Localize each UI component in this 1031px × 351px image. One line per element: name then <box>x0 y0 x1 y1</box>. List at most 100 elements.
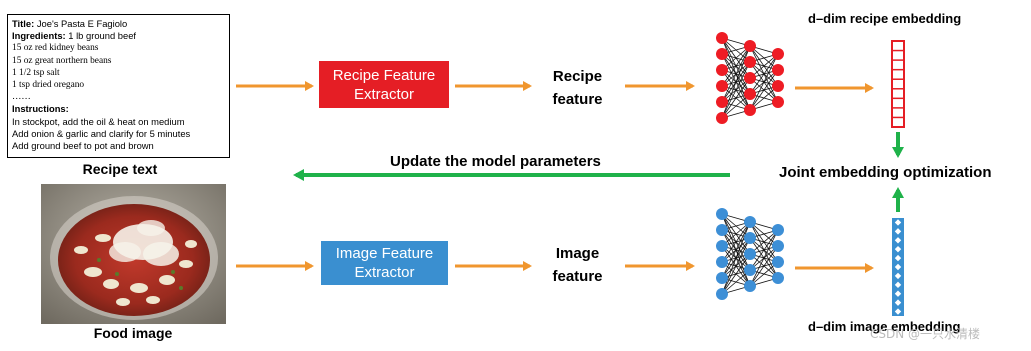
network-connection <box>721 221 751 279</box>
instruction-line: Add ground beef to pot and brown <box>12 140 154 152</box>
network-connection <box>721 77 751 119</box>
network-connection <box>749 229 779 271</box>
herbs <box>97 258 183 290</box>
image-extractor-line2: Extractor <box>354 264 415 281</box>
network-node <box>772 80 784 92</box>
network-node <box>772 240 784 252</box>
network-connection <box>749 245 779 287</box>
network-connection <box>721 221 751 263</box>
network-node <box>744 40 756 52</box>
network-connection <box>721 61 751 119</box>
ingredient-line: 1 tsp dried oregano <box>12 80 85 91</box>
ingredient-line: 15 oz red kidney beans <box>12 43 99 54</box>
network-node <box>744 232 756 244</box>
joint-embedding-label: Joint embedding optimization <box>779 164 992 181</box>
network-node <box>716 224 728 236</box>
image-feature-line1: Image <box>555 245 600 262</box>
embedding-cell-marker <box>894 272 902 280</box>
network-connection <box>749 261 779 287</box>
network-node <box>716 272 728 284</box>
network-node <box>744 88 756 100</box>
network-node <box>772 272 784 284</box>
embedding-cell-marker <box>894 219 902 226</box>
embedding-cell-marker <box>894 228 902 235</box>
recipe-embedding-vector <box>891 40 905 128</box>
embedding-cell-marker <box>894 299 902 306</box>
image-feature-line2: feature <box>552 268 603 285</box>
network-node <box>744 104 756 116</box>
image-embedding-vector <box>892 218 904 316</box>
network-connection <box>721 45 751 87</box>
embedding-cell-marker <box>894 245 902 253</box>
network-connection <box>749 229 779 287</box>
embedding-cell-marker <box>894 254 902 262</box>
ingredient-line: 15 oz great northern beans <box>12 55 112 66</box>
network-connection <box>749 229 779 255</box>
network-node <box>744 56 756 68</box>
network-node <box>744 72 756 84</box>
title-label: Title: <box>12 18 35 29</box>
beans-pasta <box>74 234 197 306</box>
network-connection <box>721 221 751 247</box>
network-node <box>716 240 728 252</box>
network-node <box>716 208 728 220</box>
recipe-extractor-line2: Extractor <box>353 85 414 103</box>
instructions-label: Instructions: <box>12 103 69 115</box>
network-connection <box>749 53 779 95</box>
network-node <box>772 96 784 108</box>
network-node <box>744 280 756 292</box>
ingredient-line: 1 1/2 tsp salt <box>12 67 60 78</box>
instruction-line: Add onion & garlic and clarify for 5 min… <box>12 127 191 139</box>
network-connection <box>721 253 751 295</box>
image-embedding-label: d–dim image embedding <box>808 319 961 334</box>
network-node <box>716 80 728 92</box>
network-node <box>744 264 756 276</box>
recipe-feature-line2: feature <box>552 91 603 108</box>
ingredient-first: 1 lb ground beef <box>65 30 137 42</box>
network-node <box>772 224 784 236</box>
recipe-extractor-line1: Recipe Feature <box>332 66 436 84</box>
network-connection <box>749 85 779 111</box>
image-extractor-line1: Image Feature <box>335 245 434 262</box>
network-node <box>772 256 784 268</box>
grated-cheese <box>109 220 179 266</box>
recipe-text-box: Title: Joe's Pasta E Fagiolo Ingredients… <box>7 14 230 158</box>
image-feature-label: Image feature <box>535 242 620 288</box>
network-node <box>716 32 728 44</box>
network-connection <box>721 45 751 119</box>
network-node <box>772 64 784 76</box>
network-connection <box>749 53 779 111</box>
network-node <box>716 48 728 60</box>
network-node <box>716 256 728 268</box>
watermark: CSDN @一只水清楼 <box>870 327 981 341</box>
food-image-caption: Food image <box>93 325 173 341</box>
network-node <box>744 248 756 260</box>
embedding-frame <box>891 40 905 128</box>
network-connection <box>721 269 751 295</box>
network-connection <box>749 53 779 79</box>
ingredients-label: Ingredients: <box>12 30 66 42</box>
embedding-cell-marker <box>894 237 902 244</box>
network-node <box>716 288 728 300</box>
network-node <box>716 64 728 76</box>
network-connection <box>721 45 751 71</box>
network-connection <box>721 237 751 295</box>
title-value: Joe's Pasta E Fagiolo <box>34 18 128 29</box>
network-node <box>716 96 728 108</box>
recipe-neural-network <box>716 32 784 124</box>
recipe-feature-extractor: Recipe Feature Extractor <box>319 61 449 108</box>
embedding-cell-marker <box>894 308 902 315</box>
network-connection <box>749 69 779 111</box>
ingredient-ellipsis: …… <box>12 92 31 103</box>
network-connection <box>721 45 751 103</box>
image-feature-extractor: Image Feature Extractor <box>321 241 448 285</box>
recipe-text-caption: Recipe text <box>82 161 158 177</box>
network-node <box>716 112 728 124</box>
network-node <box>772 48 784 60</box>
embedding-cell-marker <box>894 281 902 289</box>
image-neural-network <box>716 208 784 300</box>
recipe-embedding-label: d–dim recipe embedding <box>808 11 962 26</box>
embedding-cell-marker <box>894 263 902 271</box>
recipe-feature-label: Recipe feature <box>535 65 620 111</box>
